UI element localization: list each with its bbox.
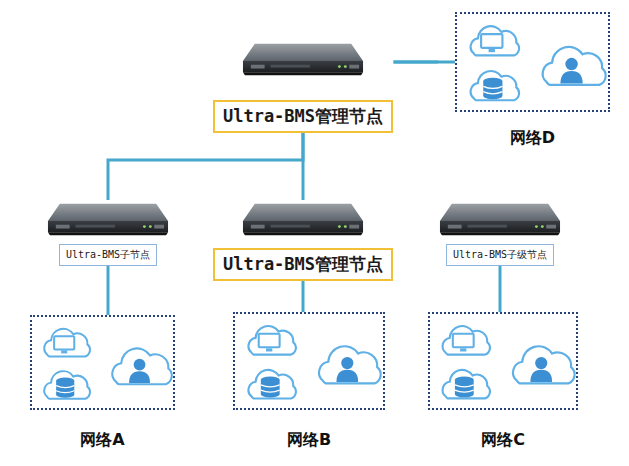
connector-line (302, 281, 305, 312)
cloud-icons (248, 326, 380, 398)
node-label: Ultra-BMS管理节点 (213, 248, 393, 281)
server-device (243, 44, 363, 75)
network-label: 网络C (481, 430, 525, 451)
cloud-icons (471, 26, 606, 100)
server-device (241, 200, 365, 238)
connector-line (108, 133, 303, 200)
node-label: Ultra-BMS子级节点 (446, 244, 554, 266)
network-box: 网络A (30, 315, 175, 410)
node-label: Ultra-BMS管理节点 (213, 100, 393, 133)
connector-line (394, 61, 439, 64)
server-node: Ultra-BMS管理节点 (213, 200, 394, 281)
node-label: Ultra-BMS子节点 (59, 244, 157, 266)
server-device (440, 204, 560, 235)
connector-line (302, 133, 305, 200)
cloud-icons (443, 326, 575, 398)
server-node: Ultra-BMS管理节点 (213, 40, 394, 133)
cloud-icons (35, 320, 176, 411)
cloud-icons (433, 317, 579, 411)
connector-line (499, 266, 502, 312)
network-label: 网络B (287, 430, 331, 451)
network-label: 网络A (80, 430, 124, 451)
network-label: 网络D (510, 128, 555, 149)
network-box: 网络B (233, 312, 385, 410)
server-device (48, 204, 168, 235)
network-box: 网络D (455, 12, 610, 112)
server-device (46, 200, 170, 238)
cloud-icons (44, 329, 171, 399)
network-box: 网络C (428, 312, 578, 410)
server-device (243, 204, 363, 235)
server-node: Ultra-BMS子级节点 (438, 200, 562, 266)
connector-line (107, 266, 110, 315)
connector-line (394, 61, 456, 64)
server-device (241, 40, 365, 78)
cloud-icons (238, 317, 386, 411)
server-node: Ultra-BMS子节点 (46, 200, 170, 266)
server-device (438, 200, 562, 238)
cloud-icons (460, 17, 611, 113)
